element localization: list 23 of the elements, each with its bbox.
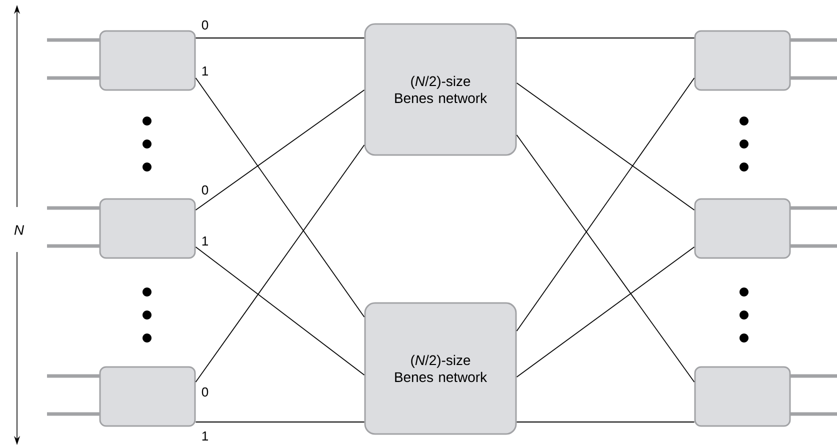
- connection-line: [195, 90, 365, 210]
- connection-line: [516, 134, 695, 382]
- switch-box: [99, 198, 196, 259]
- connection-line: [516, 82, 695, 210]
- switch-box: [694, 30, 791, 91]
- network-box: (N/2)-size Benes network: [364, 23, 517, 156]
- port-label: 1: [200, 430, 210, 442]
- switch-box: [694, 198, 791, 259]
- port-label: 0: [200, 184, 210, 196]
- switch-box: [99, 366, 196, 427]
- port-label: 1: [200, 66, 210, 76]
- switch-box: [99, 30, 196, 91]
- connection-line: [195, 144, 365, 382]
- connection-line: [195, 246, 365, 376]
- switch-box: [694, 366, 791, 427]
- port-label: 1: [200, 236, 210, 246]
- port-label: 0: [200, 386, 210, 398]
- connection-line: [195, 78, 365, 318]
- dimension-label: N: [14, 225, 24, 235]
- port-label: 0: [200, 19, 210, 31]
- network-box: (N/2)-size Benes network: [364, 302, 517, 435]
- connection-line: [516, 246, 695, 378]
- connection-line: [516, 78, 695, 332]
